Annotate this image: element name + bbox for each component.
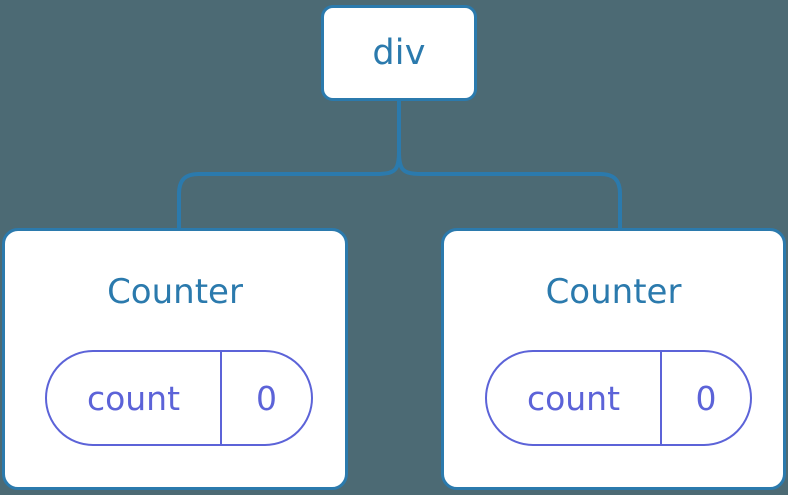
state-pill-count[interactable]: count 0 bbox=[485, 350, 752, 446]
component-card-counter-2[interactable]: Counter count 0 bbox=[441, 228, 786, 490]
component-title: Counter bbox=[545, 272, 682, 312]
state-key-label: count bbox=[487, 352, 662, 444]
component-title: Counter bbox=[107, 272, 243, 312]
component-card-counter-1[interactable]: Counter count 0 bbox=[2, 228, 348, 490]
state-key-label: count bbox=[47, 352, 222, 444]
root-node-label: div bbox=[372, 32, 426, 73]
state-value-label: 0 bbox=[695, 378, 717, 418]
state-value-label: 0 bbox=[256, 378, 277, 418]
connector-branch-left bbox=[177, 150, 401, 230]
connector-branch-right bbox=[397, 150, 622, 230]
state-pill-count[interactable]: count 0 bbox=[45, 350, 313, 446]
root-node-div[interactable]: div bbox=[321, 5, 477, 101]
